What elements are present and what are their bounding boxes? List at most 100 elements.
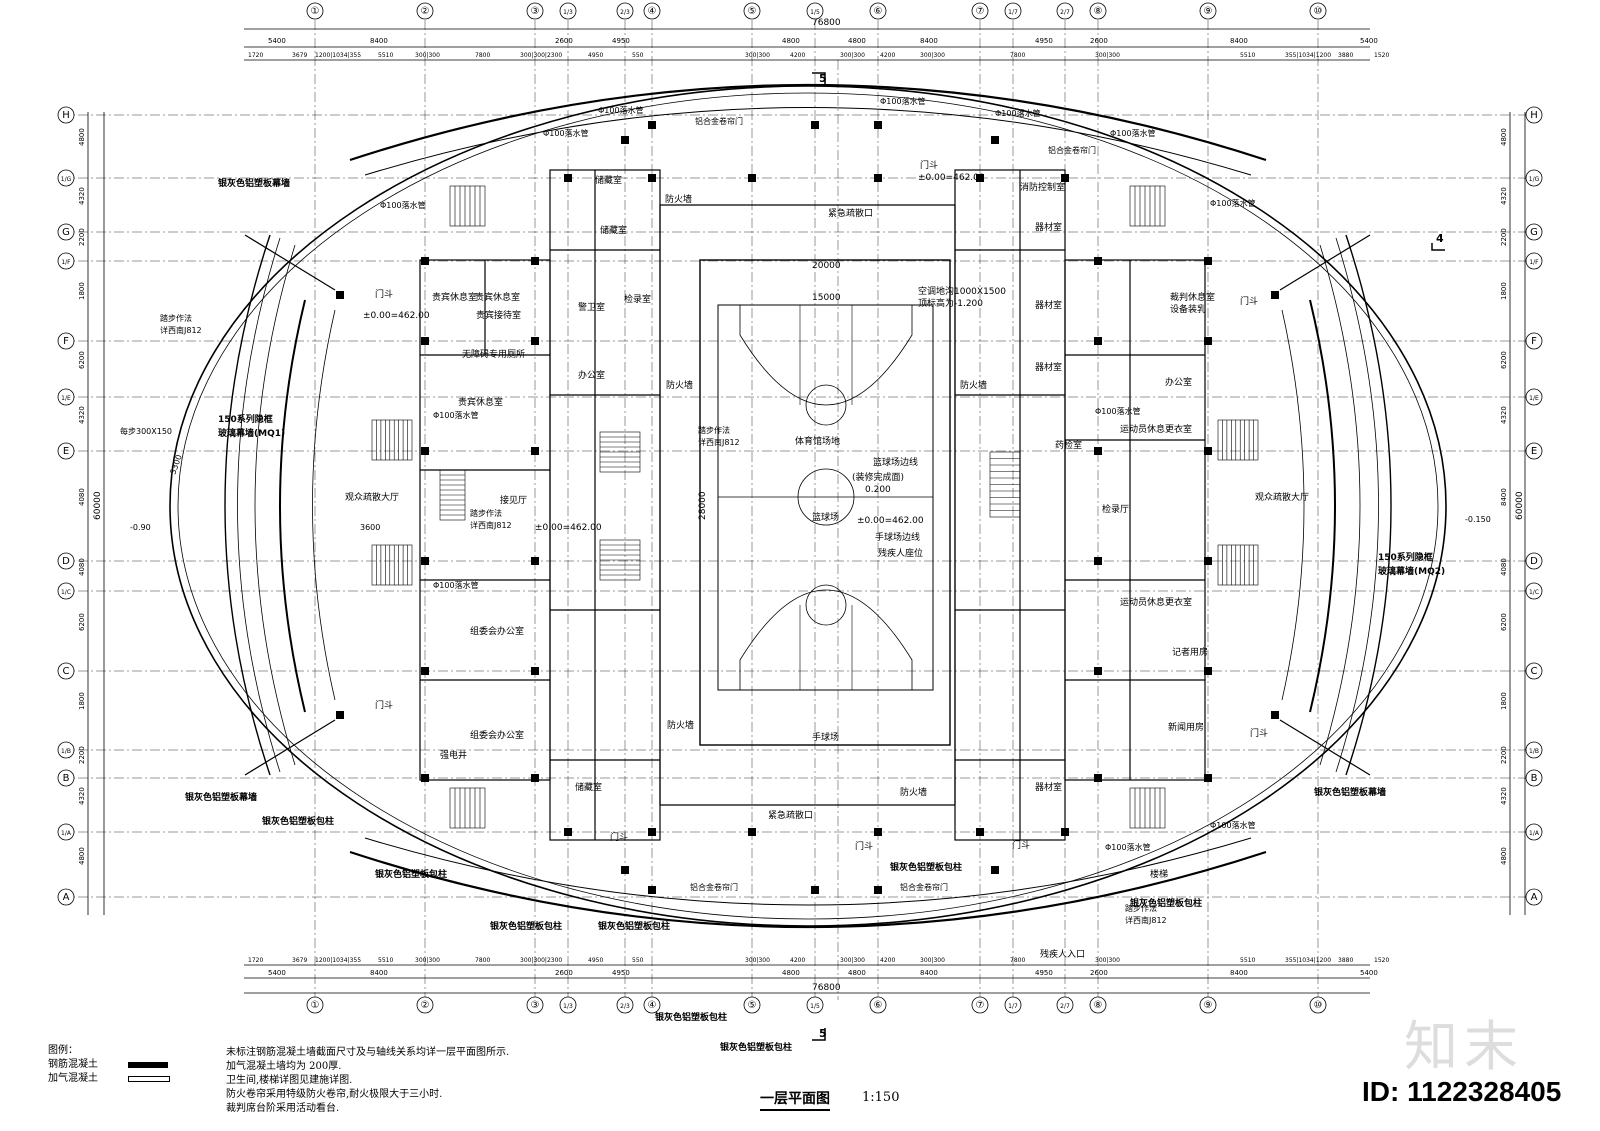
section-5-bottom: 5 [819,1027,827,1040]
dim-top-outer: 2600 [1090,969,1108,977]
grid-row-bubble: E [57,442,75,460]
grid-col-label: ⑦ [976,1000,985,1011]
column [811,121,819,129]
dim-left: 4080 [78,488,86,506]
grid-bubbles: ①①②②③③1/31/32/32/3④④⑤⑤1/51/5⑥⑥⑦⑦1/71/72/… [57,2,1543,1014]
column [336,711,344,719]
grid-col-bubble: ④ [643,996,661,1014]
vestibule-7: 门斗 [1240,295,1258,307]
grid-col-label: ⑧ [1094,1000,1103,1011]
vestibule-2: 门斗 [375,699,393,711]
grid-col-bubble: ⑧ [1089,996,1107,1014]
drain-note-3: Φ100落水管 [995,108,1041,118]
dim-top-inner: 300|300 [745,957,770,964]
column [1271,291,1279,299]
grid-row-label: B [63,773,70,784]
cladding-5: 银灰色铝塑板包柱 [655,1011,727,1023]
building-shell [169,83,1447,929]
dim-top-inner: 4950 [588,52,603,59]
dim-top-outer: 4800 [782,37,800,45]
step-ref-7: 踏步作法 [1125,903,1157,913]
grid-col-label: ⑧ [1094,6,1103,17]
column [564,828,572,836]
office-left: 办公室 [578,369,605,381]
vestibule-5: 门斗 [1012,839,1030,851]
grid-col-bubble: ⑦ [971,2,989,20]
dim-top-inner: 5510 [1240,52,1255,59]
grid-row-bubble: 1/A [1525,823,1543,841]
reporter-room: 记者用房 [1172,646,1208,658]
grid-row-bubble: G [57,223,75,241]
elev-left: -0.90 [130,523,151,532]
news-room: 新闻用房 [1168,721,1204,733]
guest-lounge: 贵宾休息室 [432,291,477,303]
grid-col-bubble: ⑧ [1089,2,1107,20]
grid-col-label: ④ [648,1000,657,1011]
grid-col-label: ③ [531,1000,540,1011]
dim-right: 8400 [1500,488,1508,506]
column [648,121,656,129]
dim-top-outer: 4950 [1035,37,1053,45]
dim-top-inner: 1720 [248,52,263,59]
grid-col-label: 2/7 [1060,9,1070,16]
dim-right: 2200 [1500,746,1508,764]
dim-top-outer: 2600 [555,37,573,45]
grid-row-label: 1/B [1529,748,1539,755]
grid-row-bubble: B [57,769,75,787]
curtain-wall-se: 银灰色铝塑板幕墙 [1314,786,1386,798]
grid-row-label: E [1531,446,1537,457]
glass-curtain-left-2: 玻璃幕墙(MQ1) [218,427,285,439]
dim-top-inner: 300|300|2300 [520,957,562,964]
guard-room: 警卫室 [578,301,605,313]
column [1204,337,1212,345]
dim-top-inner: 1200|1034|355 [315,957,361,964]
grid-row-bubble: C [1525,662,1543,680]
section-markers [812,72,1445,1041]
grid-row-bubble: 1/A [57,823,75,841]
step-ref-2: 详西南J812 [160,325,202,335]
grid-col-label: ③ [531,6,540,17]
stair-flight [599,431,641,473]
basketball-label: 篮球场 [812,511,839,523]
column [1094,557,1102,565]
reception-hall: 接见厅 [500,494,527,506]
dim-top-outer: 2600 [1090,37,1108,45]
grid-row-bubble: H [1525,106,1543,124]
grid-row-bubble: 1/F [1525,252,1543,270]
column [991,136,999,144]
step-ref-6: 详西南J812 [698,437,740,447]
grid-col-bubble: 2/3 [616,996,634,1014]
ac-trench-depth: 顶标高为-1.200 [918,297,983,309]
drawing-title: 一层平面图 [760,1088,830,1111]
firewall-left-bottom: 防火墙 [667,719,694,731]
dim-right: 4800 [1500,847,1508,865]
dim-top-inner: 1720 [248,957,263,964]
grid-row-bubble: 1/B [1525,741,1543,759]
dim-right: 6200 [1500,613,1508,631]
grid-col-bubble: ⑨ [1199,2,1217,20]
column [531,447,539,455]
legend-aac-label: 加气混凝土 [48,1073,98,1084]
equip-room-1: 器材室 [1035,221,1062,233]
drain-note-8: Φ100落水管 [433,580,479,590]
curtain-wall-sw: 银灰色铝塑板幕墙 [185,791,257,803]
dim-right: 4320 [1500,406,1508,424]
grid-row-bubble: E [1525,442,1543,460]
grid-row-bubble: A [1525,888,1543,906]
grid-row-label: 1/F [61,259,71,266]
grid-row-label: B [1531,773,1538,784]
grid-row-label: 1/A [61,830,72,837]
column [811,886,819,894]
note-4: 防火卷帘采用特级防火卷帘,耐火极限大于三小时. [226,1089,443,1100]
stairs [371,185,1259,829]
grid-row-label: D [62,556,70,567]
drawing-title-text: 一层平面图 [760,1091,830,1111]
grid-row-label: 1/E [1529,395,1539,402]
grid-row-bubble: A [57,888,75,906]
rolldoor-2: 铝合金卷帘门 [1048,145,1096,155]
firewall-left: 防火墙 [666,379,693,391]
grid-row-bubble: C [57,662,75,680]
step-ref-5: 踏步作法 [698,425,730,435]
lobby-right: 观众疏散大厅 [1255,491,1309,503]
dim-top-inner: 3880 [1338,52,1353,59]
